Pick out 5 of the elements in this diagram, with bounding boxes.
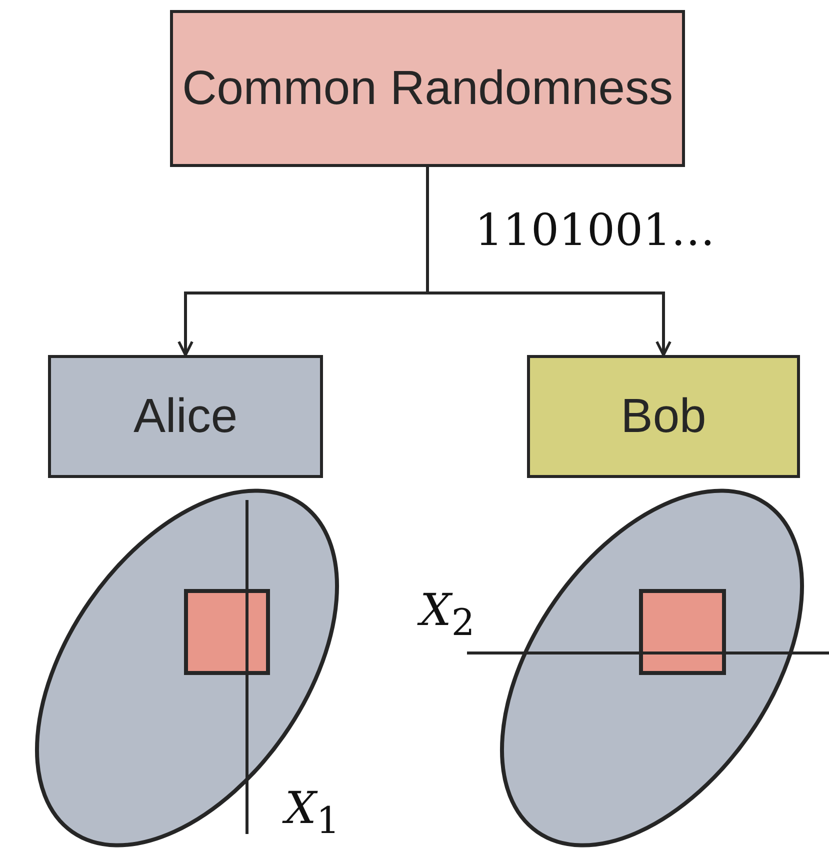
process-box: Common Randomness <box>170 10 685 167</box>
bit-string: 1101001… <box>475 205 715 256</box>
arrow <box>426 167 672 356</box>
process-box: Alice <box>48 355 323 478</box>
process-box: Bob <box>527 355 800 478</box>
